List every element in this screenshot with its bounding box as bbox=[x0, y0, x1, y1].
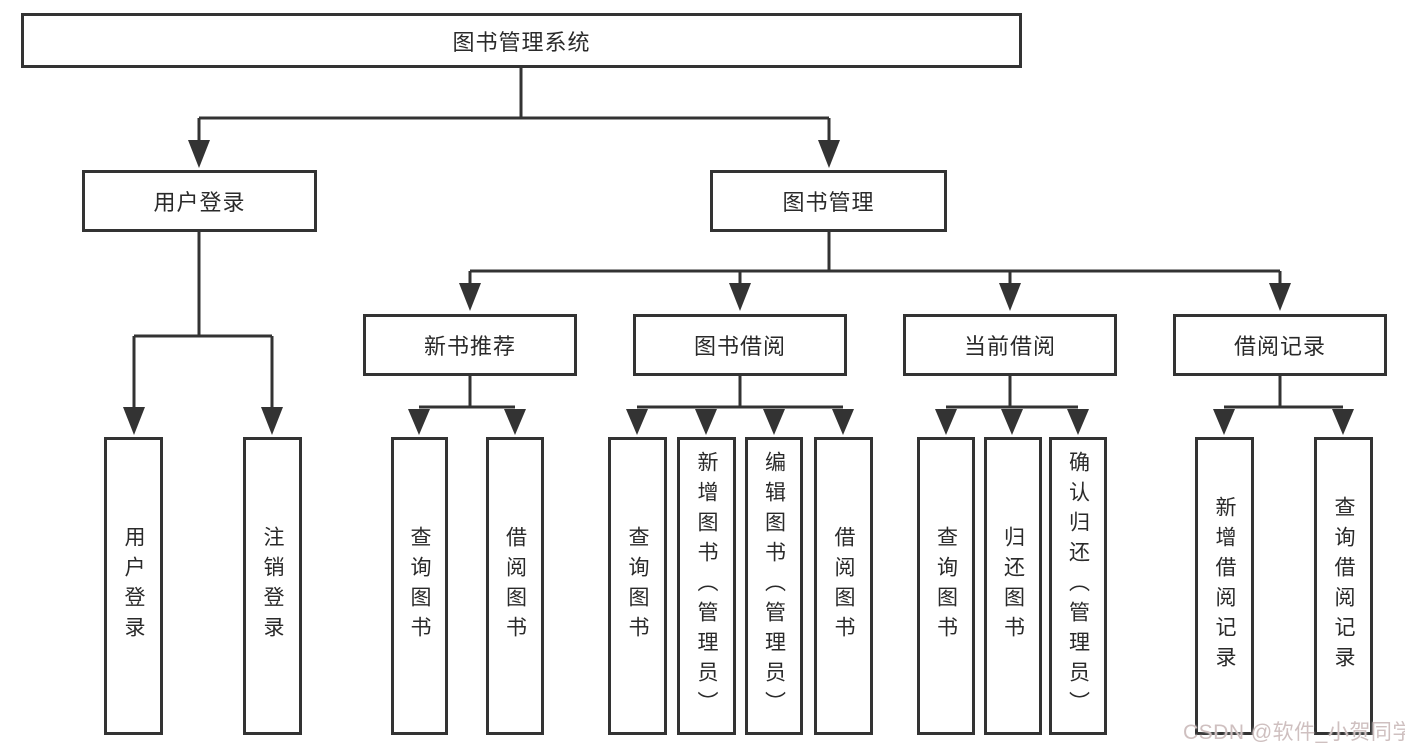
node-new-book-recommend-label: 新书推荐 bbox=[423, 334, 516, 359]
node-borrow-records-label: 借阅记录 bbox=[1233, 334, 1326, 359]
leaf-logout: 注销登录 bbox=[243, 437, 302, 735]
node-book-borrow: 图书借阅 bbox=[633, 314, 847, 376]
node-current-borrow: 当前借阅 bbox=[903, 314, 1117, 376]
leaf-current-return-books-label: 归还图书 bbox=[1001, 526, 1025, 646]
leaf-newbook-query-books: 查询图书 bbox=[391, 437, 448, 735]
leaf-user-login-label: 用户登录 bbox=[122, 526, 145, 646]
leaf-borrow-edit-books-admin: 编辑图书（管理员） bbox=[745, 437, 803, 735]
leaf-newbook-borrow-books-label: 借阅图书 bbox=[503, 526, 527, 646]
leaf-current-confirm-return-admin-label: 确认归还（管理员） bbox=[1066, 451, 1090, 721]
node-book-management: 图书管理 bbox=[710, 170, 947, 232]
node-current-borrow-label: 当前借阅 bbox=[963, 334, 1056, 359]
node-root: 图书管理系统 bbox=[21, 13, 1022, 68]
leaf-newbook-borrow-books: 借阅图书 bbox=[486, 437, 544, 735]
leaf-current-query-books-label: 查询图书 bbox=[934, 526, 958, 646]
node-root-label: 图书管理系统 bbox=[452, 29, 591, 55]
leaf-current-confirm-return-admin: 确认归还（管理员） bbox=[1049, 437, 1107, 735]
node-user-login: 用户登录 bbox=[82, 170, 317, 232]
leaf-borrow-query-books: 查询图书 bbox=[608, 437, 667, 735]
leaf-logout-label: 注销登录 bbox=[261, 526, 284, 646]
leaf-borrow-borrow-books: 借阅图书 bbox=[814, 437, 873, 735]
leaf-borrow-query-books-label: 查询图书 bbox=[626, 526, 649, 646]
csdn-watermark: CSDN @软件_小贺同学 bbox=[1183, 721, 1405, 744]
leaf-records-add-record: 新增借阅记录 bbox=[1195, 437, 1254, 735]
leaf-current-query-books: 查询图书 bbox=[917, 437, 975, 735]
leaf-newbook-query-books-label: 查询图书 bbox=[408, 526, 431, 646]
leaf-borrow-add-books-admin: 新增图书（管理员） bbox=[677, 437, 736, 735]
node-borrow-records: 借阅记录 bbox=[1173, 314, 1387, 376]
leaf-borrow-edit-books-admin-label: 编辑图书（管理员） bbox=[762, 451, 786, 721]
node-user-login-label: 用户登录 bbox=[153, 190, 246, 215]
leaf-records-query-record-label: 查询借阅记录 bbox=[1332, 496, 1355, 676]
leaf-borrow-borrow-books-label: 借阅图书 bbox=[832, 526, 855, 646]
node-new-book-recommend: 新书推荐 bbox=[363, 314, 577, 376]
node-book-borrow-label: 图书借阅 bbox=[693, 334, 786, 359]
leaf-current-return-books: 归还图书 bbox=[984, 437, 1042, 735]
leaf-user-login: 用户登录 bbox=[104, 437, 163, 735]
node-book-management-label: 图书管理 bbox=[782, 190, 875, 215]
leaf-borrow-add-books-admin-label: 新增图书（管理员） bbox=[695, 451, 718, 721]
leaf-records-add-record-label: 新增借阅记录 bbox=[1213, 496, 1236, 676]
leaf-records-query-record: 查询借阅记录 bbox=[1314, 437, 1373, 735]
arrowheads bbox=[123, 140, 1354, 435]
